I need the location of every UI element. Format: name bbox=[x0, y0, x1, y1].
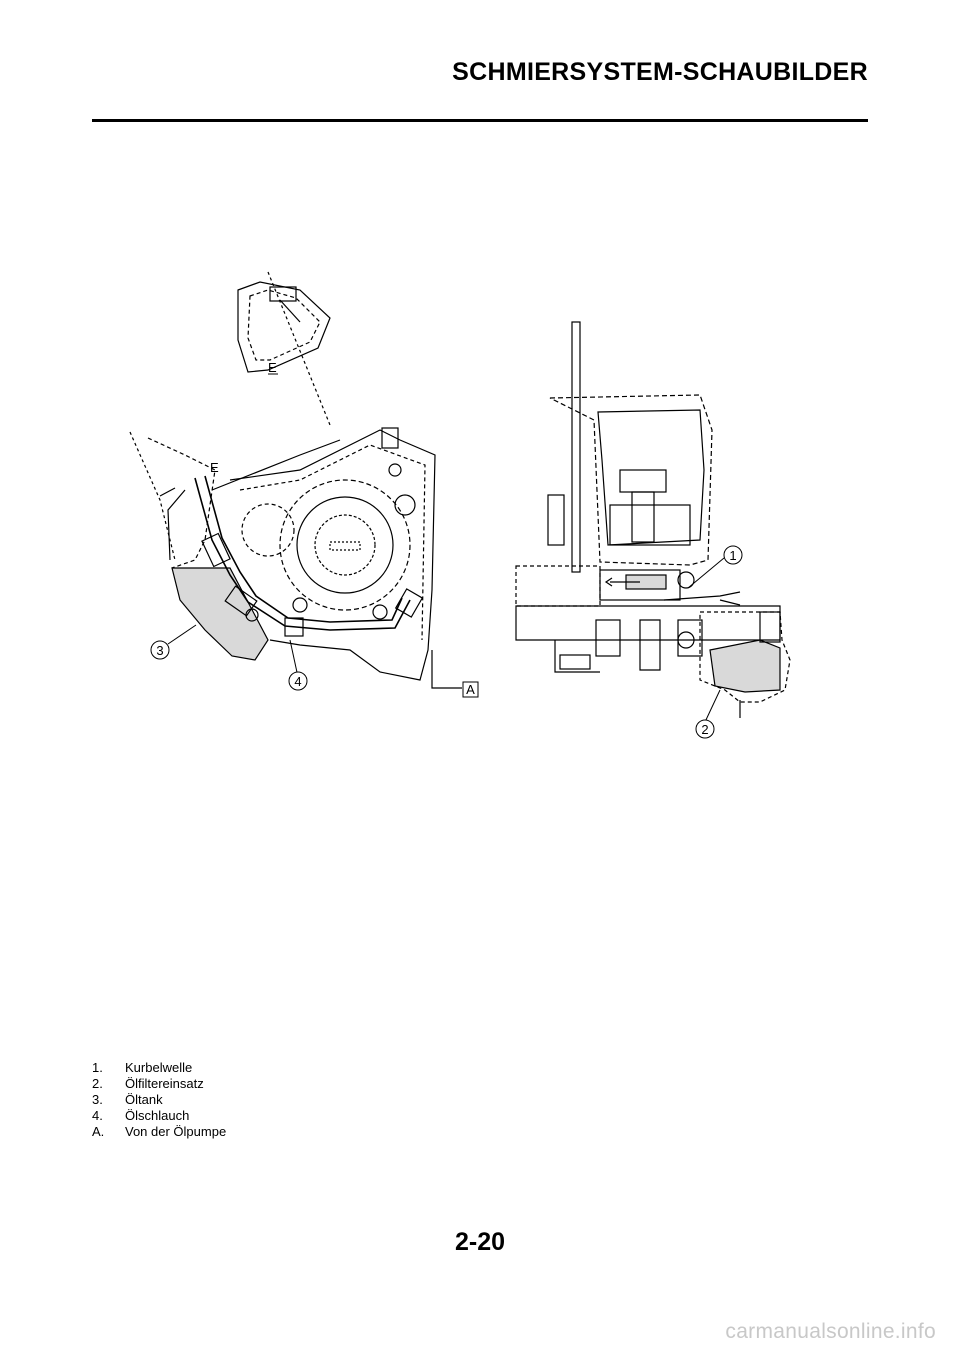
legend-item: 4.Ölschlauch bbox=[92, 1108, 190, 1123]
page-title: SCHMIERSYSTEM-SCHAUBILDER bbox=[452, 58, 868, 86]
callout-1-number: 1 bbox=[729, 548, 736, 563]
callout-3: 3 bbox=[150, 640, 170, 660]
page-number: 2-20 bbox=[454, 1228, 506, 1256]
section-mark-e-inset: E bbox=[268, 360, 277, 375]
clutch-cover bbox=[279, 479, 411, 611]
legend: 1.Kurbelwelle 2.Ölfiltereinsatz 3.Öltank… bbox=[92, 1060, 226, 1140]
callout-4: 4 bbox=[288, 671, 308, 691]
ref-label-a: A bbox=[462, 681, 479, 698]
legend-item: 1.Kurbelwelle bbox=[92, 1060, 193, 1075]
leader-lines bbox=[167, 557, 725, 723]
engine-side-view bbox=[129, 271, 462, 689]
callout-2-number: 2 bbox=[701, 722, 708, 737]
legend-item: 3.Öltank bbox=[92, 1092, 163, 1107]
legend-item: 2.Ölfiltereinsatz bbox=[92, 1076, 204, 1091]
ref-label-a-text: A bbox=[466, 682, 475, 697]
legend-item: A.Von der Ölpumpe bbox=[92, 1124, 227, 1139]
callout-4-number: 4 bbox=[294, 674, 301, 689]
callout-3-number: 3 bbox=[156, 643, 163, 658]
header-rule bbox=[92, 119, 868, 122]
oil-tank bbox=[171, 567, 269, 661]
crankshaft-section-view bbox=[515, 321, 791, 718]
watermark[interactable]: carmanualsonline.info bbox=[725, 1320, 936, 1343]
callout-1: 1 bbox=[723, 545, 743, 565]
oil-filter bbox=[709, 639, 781, 693]
callout-2: 2 bbox=[695, 719, 715, 739]
section-mark-e: E bbox=[210, 460, 219, 475]
oil-hose bbox=[194, 477, 411, 631]
